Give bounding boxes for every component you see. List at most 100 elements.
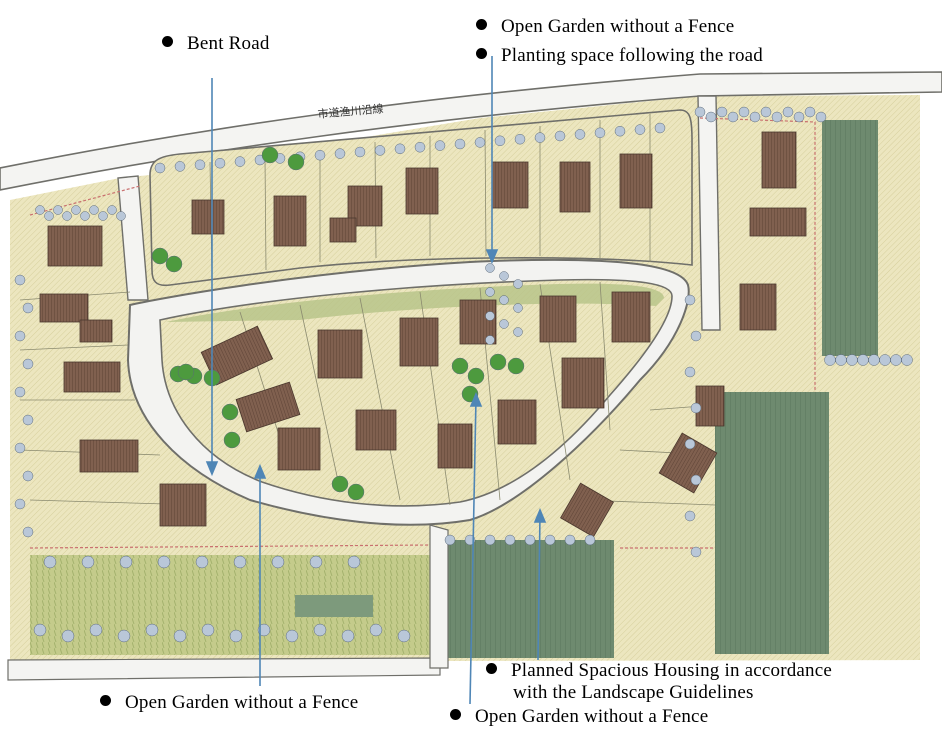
blue-tree: [684, 366, 696, 378]
blue-tree: [234, 156, 246, 167]
blue-tree: [584, 534, 596, 546]
blue-tree: [157, 555, 171, 569]
blue-tree: [414, 141, 426, 153]
blue-tree: [434, 140, 446, 151]
blue-tree: [524, 534, 536, 546]
green-tree: [261, 146, 279, 164]
green-tree: [467, 367, 485, 385]
label-open-garden-bottom-left: Open Garden without a Fence: [100, 692, 358, 714]
blue-tree: [89, 205, 99, 215]
blue-tree: [257, 623, 271, 637]
blue-tree: [62, 211, 72, 221]
arrow-garden-bottom-left: [253, 463, 267, 686]
blue-tree: [485, 287, 495, 297]
inner-verge: [166, 283, 664, 322]
pond: [295, 595, 373, 617]
green-tree: [507, 357, 525, 375]
blue-tree: [22, 526, 34, 538]
blue-tree: [22, 470, 34, 482]
blue-tree: [374, 145, 386, 156]
blue-tree: [879, 354, 891, 366]
blue-tree: [484, 534, 496, 546]
right-side-road: [697, 95, 721, 331]
blue-tree: [690, 474, 702, 486]
blue-tree: [154, 162, 166, 174]
blue-tree: [117, 629, 131, 643]
arrow-bent-road: [205, 78, 219, 477]
blue-tree: [119, 555, 133, 569]
label-text: Open Garden without a Fence: [475, 706, 709, 727]
blue-tree: [35, 205, 45, 215]
houses: [39, 131, 807, 538]
blue-tree: [554, 130, 566, 142]
blue-tree: [890, 354, 902, 366]
blue-tree: [771, 111, 783, 123]
bullet-icon: [476, 19, 487, 30]
blue-tree: [485, 335, 495, 345]
blue-tree: [285, 629, 299, 643]
blue-tree: [89, 623, 103, 637]
label-text: Planting space following the road: [501, 45, 763, 66]
blue-tree: [690, 546, 702, 558]
blue-tree: [334, 148, 346, 159]
blue-tree: [271, 555, 285, 569]
blue-tree: [705, 111, 717, 123]
blue-tree: [485, 263, 495, 273]
blue-tree: [394, 143, 406, 155]
blue-tree: [314, 149, 326, 161]
green-tree: [223, 431, 241, 449]
arrow-garden-bottom-mid: [469, 391, 483, 705]
street-name-label: 市道渔川沿線: [317, 101, 384, 121]
blue-tree: [594, 127, 606, 139]
blue-tree: [195, 555, 209, 569]
blue-tree: [727, 111, 739, 123]
blue-tree: [760, 106, 772, 118]
trees: [14, 106, 913, 643]
blue-tree: [564, 534, 576, 546]
blue-tree: [81, 555, 95, 569]
green-tree: [177, 363, 195, 381]
blue-tree: [513, 327, 523, 337]
blue-tree: [504, 534, 516, 546]
blue-tree: [347, 555, 361, 569]
blue-tree: [43, 555, 57, 569]
blue-tree: [397, 629, 411, 643]
label-text: with the Landscape Guidelines: [513, 682, 754, 703]
bullet-icon: [100, 695, 111, 706]
blue-tree: [194, 159, 206, 171]
blue-tree: [857, 354, 869, 366]
blue-tree: [513, 279, 523, 289]
green-tree: [151, 247, 169, 265]
blue-tree: [499, 319, 509, 329]
label-planned-housing: Planned Spacious Housing in accordance: [486, 660, 832, 682]
bottom-road: [7, 657, 441, 681]
blue-tree: [145, 623, 159, 637]
bullet-icon: [162, 36, 173, 47]
blue-tree: [369, 623, 383, 637]
blue-tree: [98, 211, 108, 221]
bullet-icon: [476, 48, 487, 59]
blue-tree: [71, 205, 81, 215]
bottom-mid-road: [429, 524, 449, 669]
label-text: Open Garden without a Fence: [125, 692, 359, 713]
green-tree: [331, 475, 349, 493]
label-open-garden-bottom-mid: Open Garden without a Fence: [450, 706, 708, 728]
blue-tree: [313, 623, 327, 637]
blue-tree: [214, 157, 226, 169]
blue-tree: [868, 354, 880, 366]
blue-tree: [444, 534, 456, 546]
blue-tree: [684, 510, 696, 522]
label-bent-road: Bent Road: [162, 33, 270, 55]
green-tree: [347, 483, 365, 501]
blue-tree: [22, 414, 34, 426]
blue-tree: [22, 302, 34, 314]
blue-tree: [173, 629, 187, 643]
green-tree: [221, 403, 239, 421]
blue-tree: [544, 534, 556, 546]
blue-tree: [14, 442, 26, 454]
blue-tree: [53, 205, 63, 215]
blue-tree: [354, 146, 366, 158]
blue-tree: [14, 498, 26, 510]
